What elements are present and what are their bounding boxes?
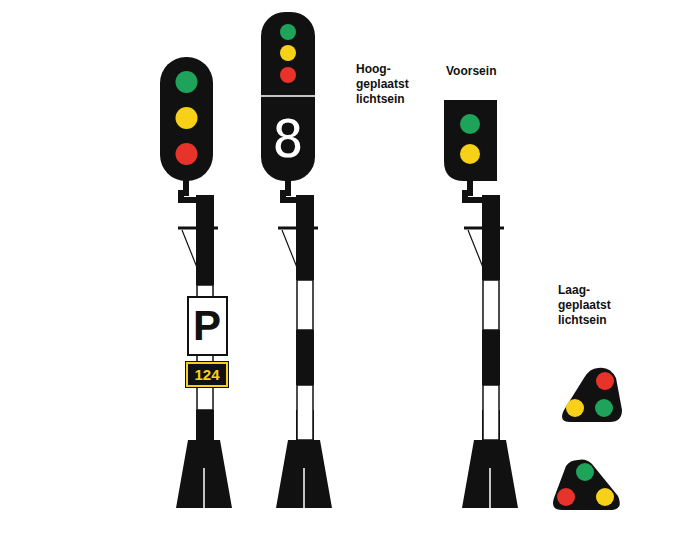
signal-head [261, 12, 315, 181]
parking-sign-text: P [193, 305, 221, 347]
signal-type-label: Voorsein [446, 64, 496, 79]
dwarf-signal-part [596, 488, 614, 506]
signal-head [160, 57, 213, 181]
signal-pole-part [296, 330, 314, 385]
signal-pole-part [464, 227, 504, 230]
signal-head [444, 100, 497, 181]
signal-head-part [280, 24, 296, 40]
signal-pole-part [182, 230, 200, 275]
signal-pole-part [489, 468, 491, 508]
signal-pole-part [465, 180, 491, 200]
signal-pole-part [278, 227, 318, 230]
signal-head-part [176, 143, 198, 165]
signal-pole-part [303, 468, 305, 508]
parking-sign: P [187, 296, 228, 356]
signal-pole [276, 180, 332, 508]
signal-head-part [176, 71, 198, 93]
signal-head-part [444, 100, 497, 181]
signal-head-part [160, 57, 213, 181]
signal-head-part [460, 114, 480, 134]
signal-pole-part [483, 280, 499, 330]
dwarf-signal-part [576, 463, 594, 481]
kilometre-plate-text: 124 [194, 367, 219, 382]
dwarf-signal-part [595, 399, 613, 417]
dwarf-signal-part [566, 399, 584, 417]
signal-head-part [460, 144, 480, 164]
signal-pole [176, 180, 232, 508]
dwarf-signal [553, 460, 620, 511]
dwarf-signal-part [596, 372, 614, 390]
signal-pole-part [468, 230, 486, 275]
signal-pole-part [482, 330, 500, 385]
signal-type-label: Laag- geplaatst lichtsein [558, 283, 611, 328]
signal-pole [462, 180, 518, 508]
signal-pole-part [296, 195, 314, 280]
signal-head-part [280, 45, 296, 61]
dwarf-signal-part [553, 460, 620, 511]
speed-indicator-text: 8 [272, 113, 303, 165]
signal-pole-part [482, 195, 500, 280]
dwarf-signal [562, 368, 622, 422]
signal-type-label: Hoog- geplaatst lichtsein [356, 62, 409, 107]
dwarf-signal-part [562, 368, 622, 422]
signal-pole-part [283, 180, 305, 200]
signal-pole-part [203, 468, 205, 508]
signal-pole-part [297, 385, 313, 440]
signal-pole-part [483, 385, 499, 440]
signal-head-part [261, 12, 315, 181]
signal-head-part [280, 67, 296, 83]
signal-pole-part [282, 230, 300, 275]
signal-pole-part [178, 227, 218, 230]
signal-head-part [261, 95, 315, 97]
dwarf-signal-part [557, 488, 575, 506]
speed-indicator: 8 [266, 104, 310, 174]
signal-head-part [176, 107, 198, 129]
kilometre-plate: 124 [186, 362, 228, 387]
signal-pole-part [181, 180, 205, 200]
signal-pole-part [297, 280, 313, 330]
signal-pole-part [176, 410, 232, 508]
